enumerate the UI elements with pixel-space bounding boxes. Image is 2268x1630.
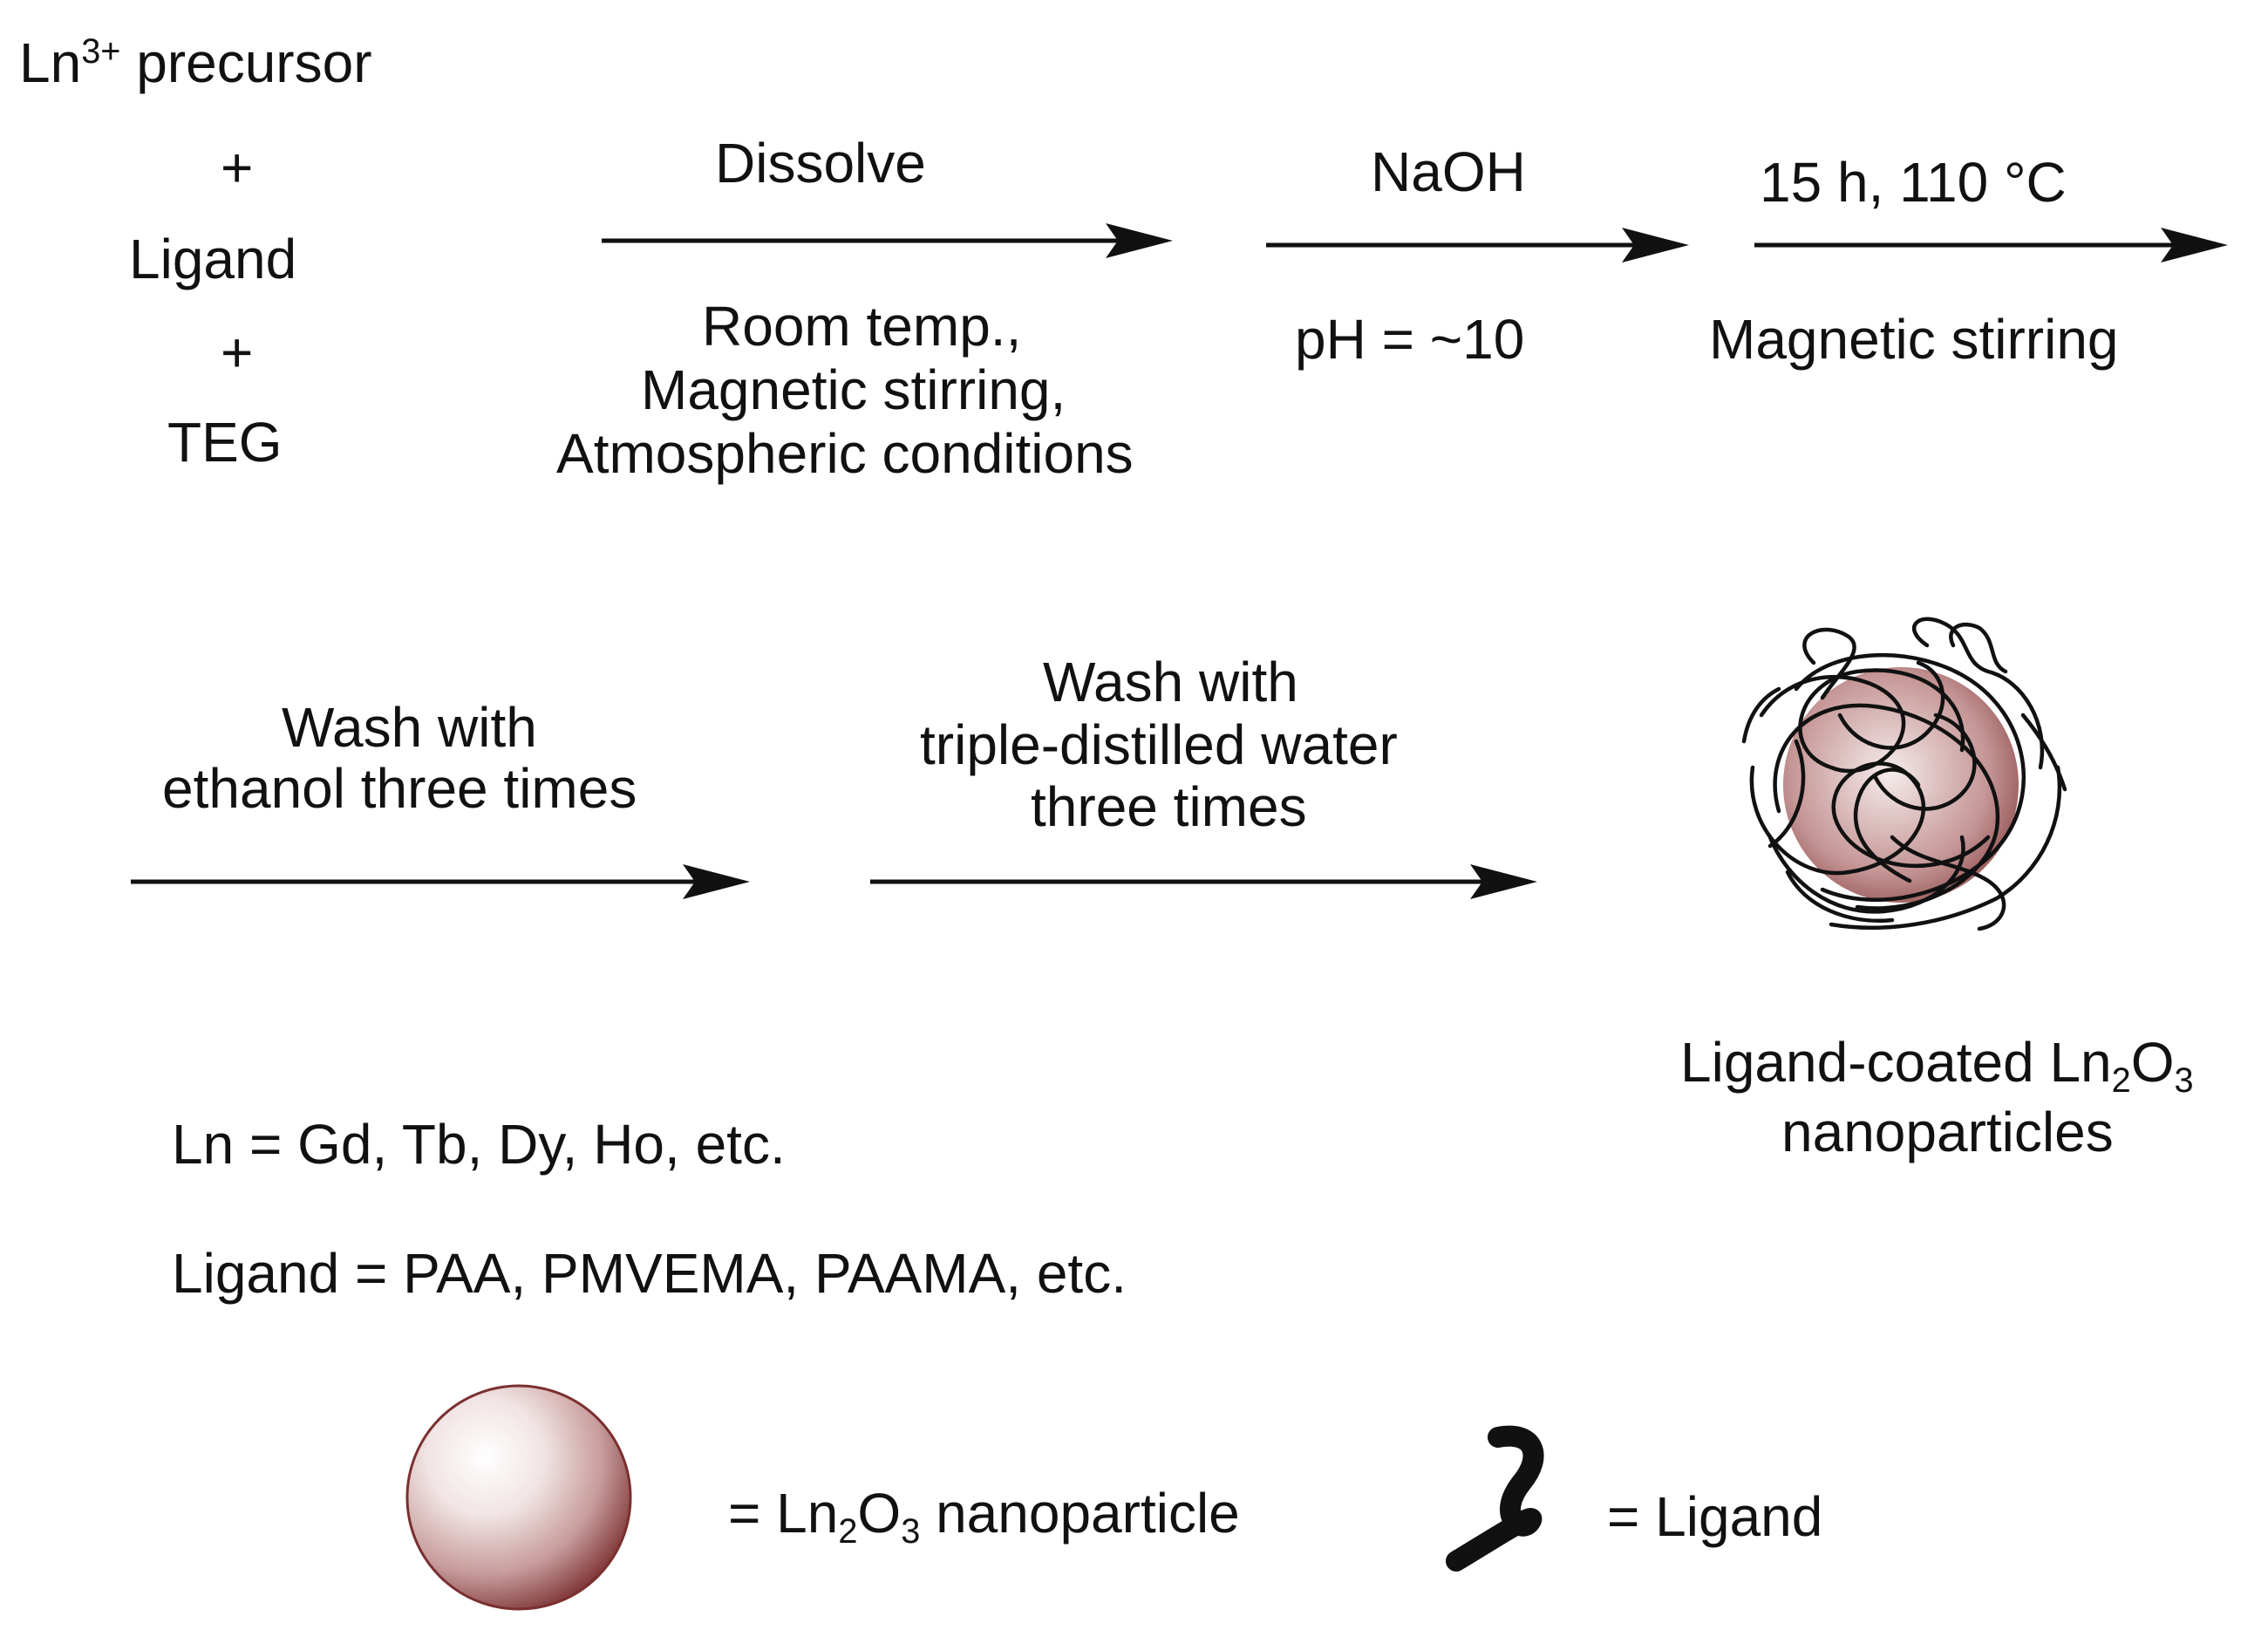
step2-ph: pH = ~10 [1295,308,1525,371]
legend-ligand-squiggle [1446,1425,1544,1572]
product-subscript-2: 3 [2174,1061,2194,1100]
precursor-word: precursor [120,31,372,94]
step5-line2: triple-distilled water [920,713,1398,776]
step3-time-temp: 15 h, 110 °C [1760,151,2067,214]
precursor-charge: 3+ [81,32,121,72]
plus-sign-2: + [221,321,254,384]
reactant-ligand: Ligand [129,228,297,290]
ligand-definition: Ligand = PAA, PMVEMA, PAAMA, etc. [172,1242,1127,1305]
step1-condition-line1: Room temp., [702,295,1022,358]
step1-condition-above: Dissolve [715,132,926,194]
step3-stirring: Magnetic stirring [1709,308,2119,371]
step5-line1: Wash with [1043,651,1298,713]
product-label-line1: Ligand-coated Ln2O3 [1680,1034,2194,1098]
arrow-step-3 [1754,228,2228,263]
step2-reagent: NaOH [1371,140,1526,203]
step4-line2: ethanol three times [162,757,637,820]
precursor-label: Ln3+ precursor [19,32,372,91]
arrow-step-5 [870,864,1537,899]
legend-nanoparticle-sphere [405,1384,632,1611]
precursor-base: Ln [19,31,82,94]
arrow-step-1 [602,223,1173,258]
plus-sign-1: + [221,136,254,199]
legend-nanoparticle-label: = Ln2O3 nanoparticle [728,1485,1240,1549]
legend-ligand-label: = Ligand [1607,1485,1823,1548]
step1-condition-line3: Atmospheric conditions [556,422,1134,485]
legend-np-word: nanoparticle [920,1482,1240,1545]
step5-line3: three times [1031,775,1307,838]
legend-np-eq: = Ln [728,1482,839,1545]
product-label-text: Ligand-coated Ln [1680,1031,2112,1094]
ligand-coated-nanoparticle [1741,617,2067,931]
legend-np-sub1: 2 [838,1511,858,1551]
step4-line1: Wash with [282,696,537,759]
product-oxygen: O [2130,1031,2175,1094]
legend-np-sub2: 3 [901,1511,921,1551]
product-subscript-1: 2 [2111,1061,2131,1100]
reactant-solvent: TEG [167,411,283,474]
product-label-line2: nanoparticles [1781,1101,2114,1163]
ln-definition: Ln = Gd, Tb, Dy, Ho, etc. [172,1113,786,1176]
step1-condition-line2: Magnetic stirring, [641,358,1066,421]
arrow-step-4 [131,864,750,899]
arrow-step-2 [1266,228,1689,263]
legend-np-oxygen: O [857,1482,902,1545]
